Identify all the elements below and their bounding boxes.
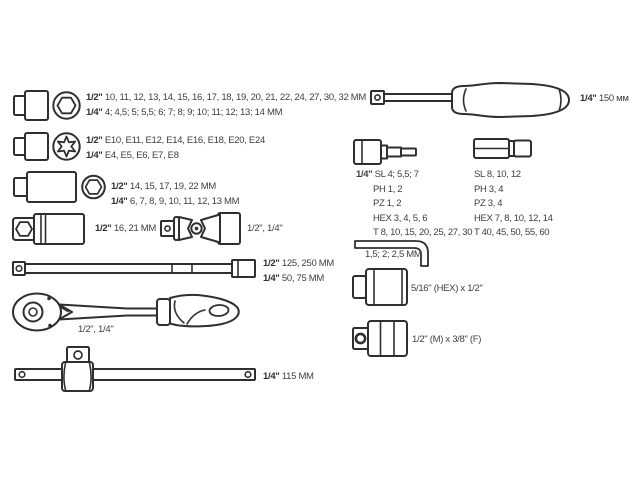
hex-sockets-label: 1/2" 10, 11, 12, 13, 14, 15, 16, 17, 18,…	[86, 90, 366, 120]
size-prefix: 1/4"	[263, 273, 280, 284]
universal-joint-label: 1/2", 1/4"	[247, 221, 283, 236]
bit-line: HEX 3, 4, 5, 6	[373, 212, 428, 224]
square-adapter-label: 1/2" (M) x 3/8" (F)	[412, 332, 481, 347]
bit-line: HEX 7, 8, 10, 12, 14	[474, 212, 553, 224]
hex-sockets-line1: 1/2" 10, 11, 12, 13, 14, 15, 16, 17, 18,…	[86, 90, 366, 105]
extension-bars-label: 1/2" 125, 250 MM 1/4" 50, 75 MM	[263, 256, 334, 286]
size-list: 10, 11, 12, 13, 14, 15, 16, 17, 18, 19, …	[104, 92, 367, 103]
bit-sizes-column-1: 1/4" SL 4; 5,5; 7 PH 1, 2 PZ 1, 2 HEX 3,…	[356, 168, 473, 241]
socket-side-icon	[13, 132, 49, 161]
deep-sockets-line1: 1/2" 14, 15, 17, 19, 22 MM	[111, 179, 239, 194]
hex-socket-front-icon	[81, 174, 106, 200]
square-adapter-icon	[352, 320, 408, 357]
deep-sockets-label: 1/2" 14, 15, 17, 19, 22 MM 1/4" 6, 7, 8,…	[111, 179, 240, 209]
size-list: 14, 15, 17, 19, 22 MM	[129, 181, 216, 192]
extension-line1: 1/2" 125, 250 MM	[263, 256, 334, 271]
bit-holder-icon	[473, 138, 533, 159]
size-list: 150 мм	[598, 93, 629, 104]
universal-joint-icon	[160, 211, 241, 246]
hex-sockets-line2: 1/4" 4; 4,5; 5; 5,5; 6; 7; 8; 9; 10; 11;…	[86, 105, 366, 120]
extension-line2: 1/4" 50, 75 MM	[263, 271, 334, 286]
size-list: SL 4; 5,5; 7	[374, 169, 419, 180]
size-prefix: 1/4"	[580, 93, 597, 104]
hex-socket-front-icon	[52, 91, 81, 120]
bit-sizes-column-2: SL 8, 10, 12 PH 3, 4 PZ 3, 4 HEX 7, 8, 1…	[474, 168, 553, 241]
etorx-sockets-label: 1/2" E10, E11, E12, E14, E16, E18, E20, …	[86, 133, 265, 163]
size-list: 5/16" (HEX) x 1/2"	[411, 283, 483, 294]
deep-socket-side-icon	[13, 171, 77, 203]
hex-adapter-icon	[352, 268, 408, 306]
size-list: 16, 21 MM	[113, 223, 157, 234]
etorx-socket-front-icon	[52, 132, 81, 161]
size-prefix: 1/2"	[111, 181, 128, 192]
etorx-sockets-line2: 1/4" E4, E5, E6, E7, E8	[86, 148, 265, 163]
bit-line: SL 8, 10, 12	[474, 169, 521, 180]
screwdriver-handle-icon	[370, 81, 573, 119]
t-bar-icon	[13, 346, 258, 393]
size-prefix: 1/4"	[86, 107, 103, 118]
socket-side-icon	[13, 90, 49, 121]
size-list: 115 MM	[281, 371, 314, 382]
size-prefix: 1/4"	[356, 169, 373, 180]
size-prefix: 1/4"	[86, 150, 103, 161]
size-list: 4; 4,5; 5; 5,5; 6; 7; 8; 9; 10; 11; 12; …	[104, 107, 283, 118]
size-prefix: 1/2"	[95, 223, 112, 234]
deep-sockets-line2: 1/4" 6, 7, 8, 9, 10, 11, 12, 13 MM	[111, 194, 240, 209]
bit-line: T 40, 45, 50, 55, 60	[474, 227, 550, 238]
etorx-sockets-line1: 1/2" E10, E11, E12, E14, E16, E18, E20, …	[86, 133, 265, 148]
bit-line: 1/4" SL 4; 5,5; 7	[356, 168, 472, 183]
bit-line: PZ 3, 4	[474, 198, 503, 209]
size-prefix: 1/4"	[111, 196, 128, 207]
size-prefix: 1/2"	[86, 92, 103, 103]
bit-socket-icon	[353, 139, 418, 165]
extension-bar-icon	[12, 258, 257, 279]
bit-line: PH 1, 2	[373, 183, 403, 195]
size-prefix: 1/2"	[86, 135, 103, 146]
size-list: 1/2" (M) x 3/8" (F)	[412, 334, 482, 345]
bit-line: T 8, 10, 15, 20, 25, 27, 30	[373, 227, 473, 238]
screwdriver-label: 1/4" 150 мм	[580, 91, 629, 106]
hex-adapter-label: 5/16" (HEX) x 1/2"	[411, 281, 483, 296]
size-list: 6, 7, 8, 9, 10, 11, 12, 13 MM	[129, 196, 240, 207]
bit-line: PH 3, 4	[474, 183, 504, 195]
hex-key-label: 1,5; 2; 2,5 MM	[365, 247, 422, 262]
spark-plug-socket-icon	[12, 213, 86, 245]
size-list: 125, 250 MM	[281, 258, 335, 269]
size-prefix: 1/4"	[263, 371, 280, 382]
ratchet-handle-icon	[12, 291, 244, 333]
spark-plug-label: 1/2" 16, 21 MM	[95, 221, 156, 236]
size-list: E10, E11, E12, E14, E16, E18, E20, E24	[104, 135, 265, 146]
size-list: 1/2", 1/4"	[247, 223, 283, 234]
hex-key-icon	[353, 238, 430, 267]
ratchet-label: 1/2", 1/4"	[78, 322, 114, 337]
t-bar-label: 1/4" 115 MM	[263, 369, 314, 384]
size-list: E4, E5, E6, E7, E8	[104, 150, 179, 161]
size-prefix: 1/2"	[263, 258, 280, 269]
size-list: 50, 75 MM	[281, 273, 325, 284]
size-list: 1/2", 1/4"	[78, 324, 114, 335]
bit-line: PZ 1, 2	[373, 198, 402, 209]
size-list: 1,5; 2; 2,5 MM	[365, 249, 422, 260]
